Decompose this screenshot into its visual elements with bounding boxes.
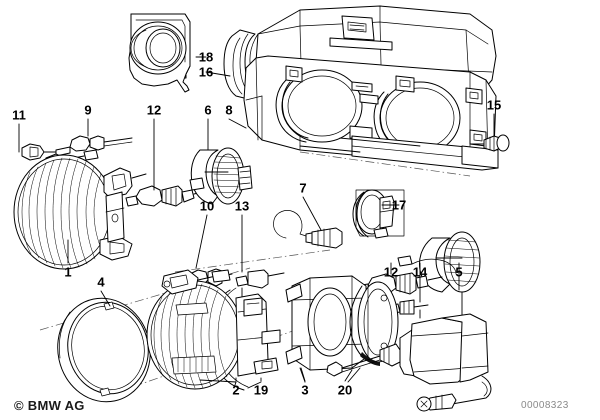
callout-20: 20 <box>337 382 353 398</box>
callout-19: 19 <box>253 382 269 398</box>
headlight-frame-lower-part-8 <box>243 55 499 171</box>
adjustment-motor-part-20 <box>326 313 492 412</box>
callout-10: 10 <box>199 198 215 214</box>
retaining-clip-part-11 <box>21 143 57 161</box>
callout-9: 9 <box>84 102 92 118</box>
callout-18: 18 <box>198 49 214 65</box>
bulb-h1-upper-part-12 <box>125 185 211 207</box>
callout-13: 13 <box>234 198 250 214</box>
adjusting-screw-part-9 <box>55 135 133 157</box>
screw-part-15 <box>469 134 510 152</box>
callout-3: 3 <box>301 382 309 398</box>
callout-17: 17 <box>391 197 407 213</box>
bulb-holder-clip-part-17 <box>352 189 405 239</box>
bulb-socket-ring-part-6 <box>189 147 253 205</box>
callout-12-lower: 12 <box>383 264 399 280</box>
cover-cap-part-18 <box>128 13 191 93</box>
callout-8: 8 <box>225 102 233 118</box>
callout-6: 6 <box>204 102 212 118</box>
callout-5: 5 <box>455 264 463 280</box>
reflector-housing-part-3 <box>285 275 399 383</box>
wiring-connector-part-7 <box>273 210 343 249</box>
callout-4: 4 <box>97 274 105 290</box>
headlight-lens-part-1 <box>13 154 147 270</box>
callout-1: 1 <box>64 264 72 280</box>
trim-ring-part-4 <box>57 297 151 403</box>
callout-11: 11 <box>12 107 26 123</box>
callout-15: 15 <box>486 97 502 113</box>
callout-12-upper: 12 <box>146 102 162 118</box>
callout-14: 14 <box>412 264 428 280</box>
callout-7: 7 <box>299 180 307 196</box>
bulb-socket-ring-part-5 <box>419 231 481 319</box>
leader-lines <box>18 56 495 382</box>
lens-fluting <box>21 157 103 269</box>
part-number: 00008323 <box>521 400 569 411</box>
callout-16: 16 <box>198 64 214 80</box>
headlight-lens-lower-part-2 <box>146 269 281 391</box>
copyright-notice: © BMW AG <box>14 398 85 413</box>
callout-2: 2 <box>232 382 240 398</box>
